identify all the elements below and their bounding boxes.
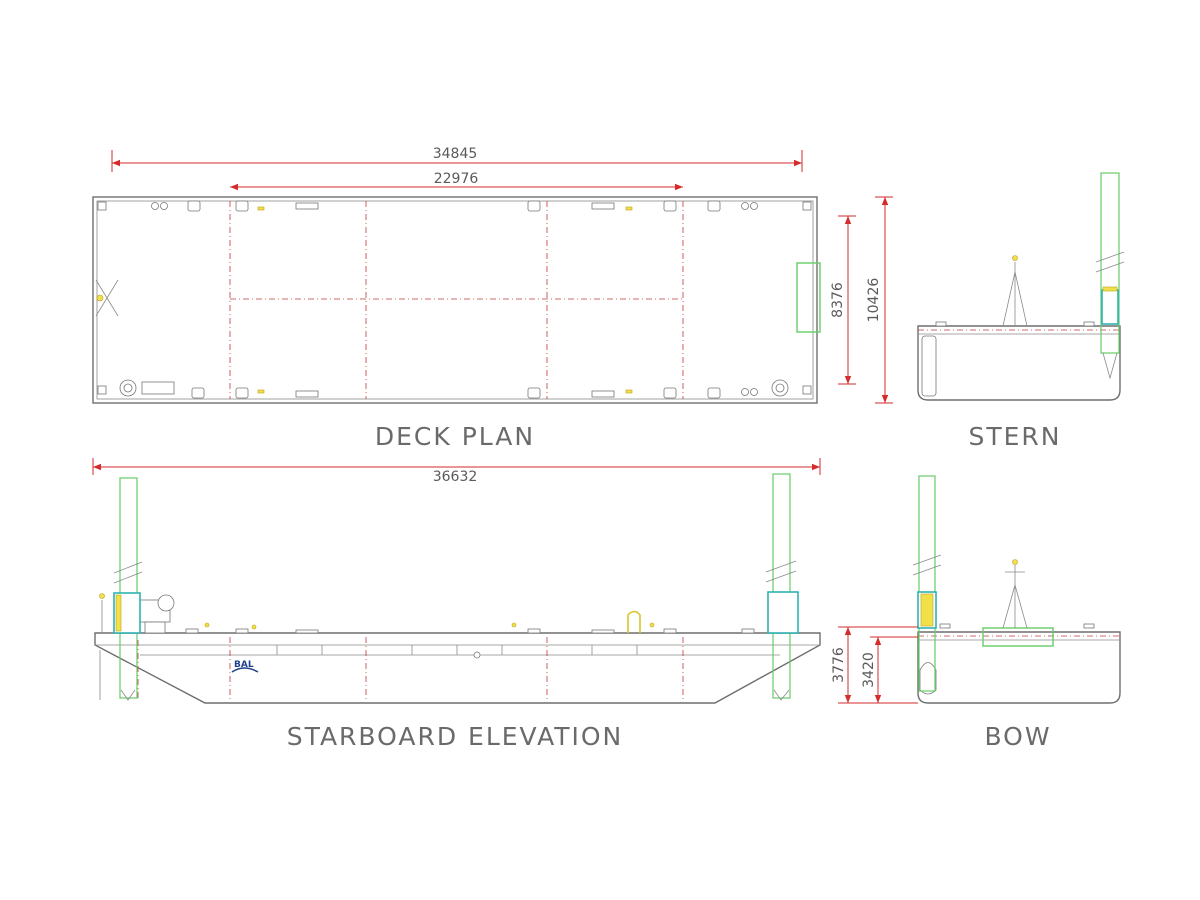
forward-spud-guide <box>767 591 799 634</box>
bow-view: 3776 3420 BOW <box>831 475 1121 751</box>
deck-outline <box>92 196 818 404</box>
svg-text:BAL: BAL <box>234 660 254 670</box>
stern-hull <box>917 325 1121 401</box>
forward-spud <box>765 473 799 701</box>
elevation-length-label: 36632 <box>433 469 478 485</box>
overall-width-label: 10426 <box>866 278 882 323</box>
elevation-deck-fittings <box>99 593 755 634</box>
aft-spud <box>113 477 143 701</box>
stern-view: STERN <box>917 172 1125 451</box>
deck-plan-view: 34845 22976 <box>92 146 893 451</box>
anchor-fitting <box>95 279 119 317</box>
hold-width-label: 8376 <box>830 282 846 318</box>
deck-plan-title: DECK PLAN <box>375 422 535 451</box>
stern-title: STERN <box>968 422 1061 451</box>
elevation-length-dimension: 36632 <box>92 458 821 485</box>
depth-dimension: 3420 <box>861 636 918 703</box>
starboard-elevation-view: 36632 BAL <box>92 458 821 751</box>
overall-width-dimension: 10426 <box>866 196 893 404</box>
side-height-label: 3776 <box>831 647 847 683</box>
depth-label: 3420 <box>861 652 877 688</box>
overall-length-label: 34845 <box>433 146 478 162</box>
deck-fittings-top <box>97 200 812 212</box>
bow-title: BOW <box>984 722 1051 751</box>
hull-frames <box>276 645 638 655</box>
starboard-hull <box>94 632 821 704</box>
bow-hatch <box>982 627 1054 647</box>
builder-logo: BAL <box>231 660 259 673</box>
overall-length-dimension: 34845 <box>111 146 803 172</box>
hold-width-dimension: 8376 <box>830 215 856 385</box>
deck-fittings-bottom <box>97 379 812 399</box>
hatch-cover <box>796 262 821 333</box>
stern-spud-guide <box>1101 289 1119 325</box>
hold-length-dimension: 22976 <box>230 171 683 191</box>
stern-spud-leg <box>1100 172 1120 354</box>
bow-hull <box>917 631 1121 704</box>
bow-spud-leg <box>918 475 936 692</box>
starboard-elevation-title: STARBOARD ELEVATION <box>287 722 624 751</box>
hold-length-label: 22976 <box>434 171 479 187</box>
